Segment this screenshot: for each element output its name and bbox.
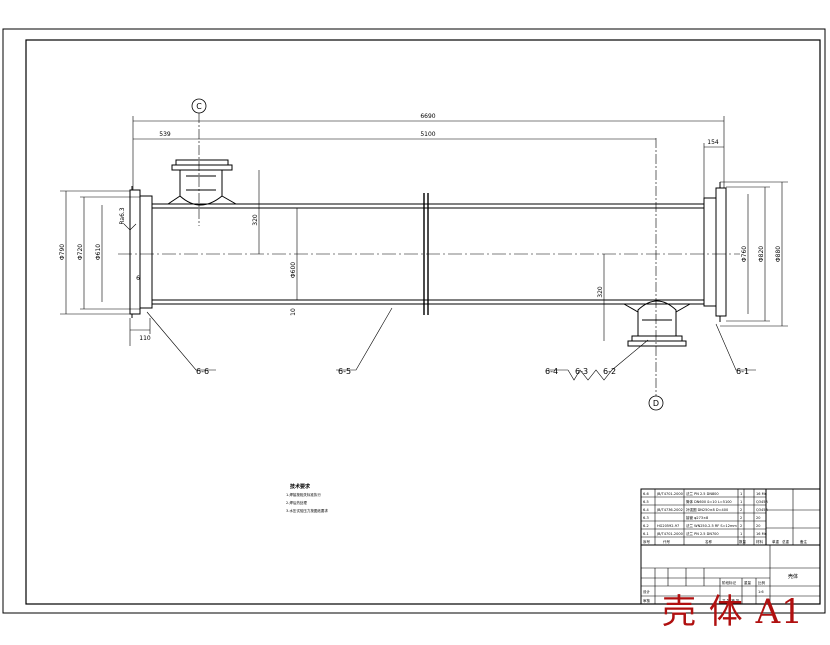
svg-text:6-1: 6-1: [736, 367, 749, 376]
svg-text:6-2: 6-2: [643, 524, 649, 528]
svg-text:1: 1: [740, 500, 742, 504]
svg-text:重量: 重量: [744, 580, 752, 585]
dimension-lines: [60, 116, 788, 346]
svg-text:6-3: 6-3: [575, 367, 588, 376]
outer-border: [2, 28, 826, 614]
svg-text:Q345R: Q345R: [756, 500, 768, 504]
svg-text:法兰 WN250-2.5 RF S=12mm: 法兰 WN250-2.5 RF S=12mm: [686, 523, 737, 528]
svg-text:6-6: 6-6: [643, 492, 649, 496]
svg-text:HG20592-97: HG20592-97: [657, 524, 679, 528]
svg-text:154: 154: [707, 139, 719, 146]
svg-text:6: 6: [136, 275, 140, 282]
svg-text:1: 1: [740, 492, 742, 496]
svg-text:Φ610: Φ610: [95, 244, 102, 260]
svg-text:320: 320: [252, 214, 259, 226]
svg-text:320: 320: [597, 286, 604, 298]
svg-text:备注: 备注: [800, 539, 808, 544]
svg-text:法兰 PN 2.5 DN800: 法兰 PN 2.5 DN800: [686, 491, 719, 496]
svg-text:名称: 名称: [705, 539, 713, 544]
svg-text:Φ880: Φ880: [775, 246, 782, 262]
svg-text:16 Mn: 16 Mn: [756, 492, 767, 496]
title-block-text: 壳体 阶段标记 重量 比例 1:6 共 张 第 张 设计 审核: [643, 573, 798, 603]
roughness-symbol: [123, 223, 137, 231]
part-labels: 6-6 6-5 6-4 6-3 6-2 6-1: [196, 367, 749, 376]
svg-text:6-4: 6-4: [643, 508, 649, 512]
svg-text:2: 2: [740, 516, 742, 520]
svg-text:6-5: 6-5: [338, 367, 351, 376]
dimension-texts: 6690 539 5100 154 Φ790 Φ720 Φ610 Φ600 32…: [59, 113, 782, 342]
svg-text:比例: 比例: [758, 580, 766, 585]
svg-text:6-3: 6-3: [643, 516, 649, 520]
svg-text:壳体: 壳体: [788, 573, 798, 580]
svg-text:Φ790: Φ790: [59, 244, 66, 260]
svg-text:6690: 6690: [420, 113, 435, 120]
nozzle-bottom: [623, 300, 691, 347]
svg-text:筒体 DN600 δ=10 L=5100: 筒体 DN600 δ=10 L=5100: [686, 499, 732, 504]
svg-text:2: 2: [740, 524, 742, 528]
svg-text:数量: 数量: [739, 539, 747, 544]
technical-notes: 技术要求 1.焊接按相关标准执行 2.焊后热处理 3.水压试验压力按图纸要求: [286, 483, 328, 513]
circle-marker-c: C: [191, 98, 207, 226]
svg-text:Φ820: Φ820: [758, 246, 765, 262]
svg-text:JB/T4701-2000: JB/T4701-2000: [656, 492, 683, 496]
circle-marker-d: D: [648, 138, 664, 411]
svg-text:单重: 单重: [772, 539, 780, 544]
svg-text:材料: 材料: [756, 539, 764, 544]
svg-text:10: 10: [290, 308, 297, 316]
svg-text:1:6: 1:6: [758, 590, 764, 594]
svg-text:1.焊接按相关标准执行: 1.焊接按相关标准执行: [286, 492, 321, 497]
svg-text:总重: 总重: [782, 539, 790, 544]
svg-text:Φ600: Φ600: [290, 262, 297, 278]
svg-text:1: 1: [740, 532, 742, 536]
svg-text:阶段标记: 阶段标记: [722, 580, 736, 585]
svg-text:Ra6.3: Ra6.3: [119, 207, 126, 224]
svg-text:D: D: [653, 399, 659, 408]
svg-text:补强圈 DN250×8 D=400: 补强圈 DN250×8 D=400: [686, 507, 728, 512]
vessel-shell: [118, 182, 740, 322]
svg-text:110: 110: [139, 335, 151, 342]
svg-text:技术要求: 技术要求: [290, 483, 311, 490]
svg-text:C: C: [196, 102, 202, 111]
nozzle-top: [167, 159, 237, 206]
svg-text:20: 20: [756, 524, 760, 528]
svg-text:法兰 PN 2.5 DN700: 法兰 PN 2.5 DN700: [686, 531, 719, 536]
svg-text:Φ720: Φ720: [77, 244, 84, 260]
svg-text:2: 2: [740, 508, 742, 512]
svg-text:6-5: 6-5: [643, 500, 649, 504]
svg-text:6-4: 6-4: [545, 367, 558, 376]
svg-text:6-1: 6-1: [643, 532, 649, 536]
leader-lines: [146, 307, 756, 381]
svg-text:6-6: 6-6: [196, 367, 209, 376]
svg-text:序号: 序号: [643, 539, 651, 544]
svg-text:6-2: 6-2: [603, 367, 616, 376]
svg-text:20: 20: [756, 516, 760, 520]
svg-text:16 Mn: 16 Mn: [756, 532, 767, 536]
svg-text:审核: 审核: [643, 598, 651, 603]
svg-text:设计: 设计: [643, 589, 651, 594]
svg-text:5100: 5100: [420, 131, 435, 138]
svg-text:Φ760: Φ760: [741, 246, 748, 262]
svg-text:JB/T4701-2000: JB/T4701-2000: [656, 532, 683, 536]
svg-text:代号: 代号: [663, 539, 671, 544]
svg-text:接管 φ273×8: 接管 φ273×8: [686, 515, 708, 520]
inner-border: [25, 39, 821, 605]
svg-text:2.焊后热处理: 2.焊后热处理: [286, 500, 307, 505]
svg-text:JB/T4736-2002: JB/T4736-2002: [656, 508, 683, 512]
svg-text:539: 539: [159, 131, 171, 138]
svg-text:Q345R: Q345R: [756, 508, 768, 512]
bom-table-text: 6-6 JB/T4701-2000 法兰 PN 2.5 DN800 1 16 M…: [643, 491, 808, 544]
svg-text:3.水压试验压力按图纸要求: 3.水压试验压力按图纸要求: [286, 508, 328, 513]
title-stamp: 壳 体 A1: [662, 592, 804, 632]
title-block: [640, 488, 821, 605]
svg-text:共 张 第 张: 共 张 第 张: [722, 598, 740, 603]
